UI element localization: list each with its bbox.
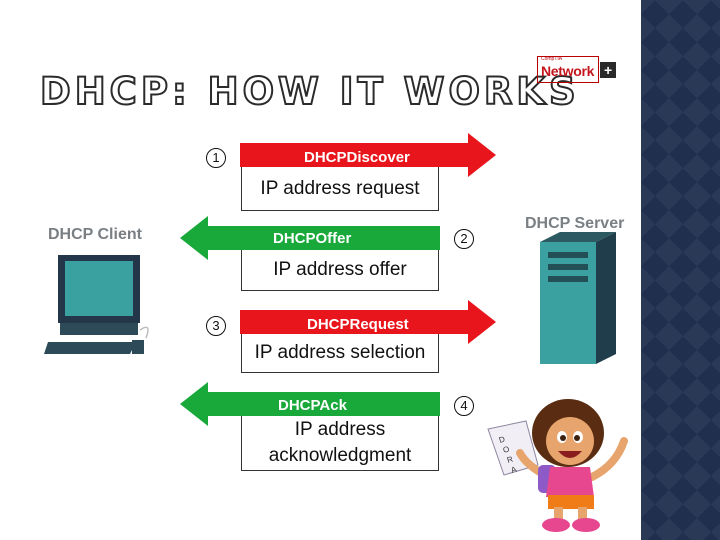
svg-text:R: R <box>506 454 514 464</box>
request-description-box: IP address selection <box>241 334 439 373</box>
offer-arrow <box>180 216 440 260</box>
offer-description-box: IP address offer <box>241 250 439 291</box>
slide-title: DHCP: HOW IT WORKS <box>39 69 580 114</box>
svg-text:A: A <box>510 464 518 474</box>
svg-text:O: O <box>502 444 511 454</box>
decorative-side-band <box>641 0 720 540</box>
dhcpdiscover-label: DHCPDiscover <box>304 149 410 166</box>
ack-description-box: IP address acknowledgment <box>241 416 439 471</box>
discover-description-box: IP address request <box>241 167 439 211</box>
step-1-badge: 1 <box>206 148 226 168</box>
dhcpoffer-label: DHCPOffer <box>273 230 352 247</box>
step-4-badge: 4 <box>454 396 474 416</box>
discover-arrow-shape <box>240 133 496 177</box>
cartoon-girl-dora-illustration: D O R A <box>486 395 632 533</box>
dhcpack-label: DHCPAck <box>278 397 347 414</box>
logo-plus-icon: + <box>600 61 617 78</box>
server-tower-icon <box>540 232 616 364</box>
discover-arrow <box>240 133 496 177</box>
ack-arrow-shape <box>180 382 440 426</box>
logo-comptia-text: CompTIA <box>541 56 563 62</box>
logo-network-text: Network <box>541 63 595 79</box>
network-plus-logo: CompTIA Network + <box>537 56 617 83</box>
offer-arrow-shape <box>180 216 440 260</box>
dhcprequest-label: DHCPRequest <box>307 316 409 333</box>
request-arrow-shape <box>240 300 496 344</box>
step-2-badge: 2 <box>454 229 474 249</box>
dhcp-client-label: DHCP Client <box>48 226 142 243</box>
svg-text:D: D <box>498 434 506 444</box>
client-computer-icon <box>44 255 149 354</box>
ack-arrow <box>180 382 440 426</box>
dhcp-server-label: DHCP Server <box>525 215 625 232</box>
request-arrow <box>240 300 496 344</box>
step-3-badge: 3 <box>206 316 226 336</box>
